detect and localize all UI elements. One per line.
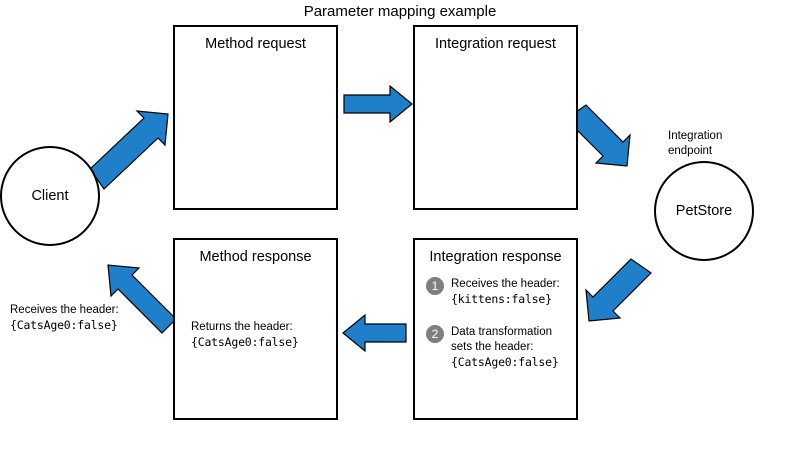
integration-endpoint-label-line2: endpoint — [668, 145, 713, 157]
method-response-body-line1: Returns the header: — [191, 321, 293, 333]
petstore-label: PetStore — [675, 203, 733, 219]
step-2-line2: sets the header: — [451, 341, 534, 353]
step-2-line1: Data transformation — [451, 326, 552, 338]
client-caption: Receives the header: {CatsAge0:false} — [10, 303, 119, 333]
box-method-request[interactable]: Method request — [173, 25, 338, 210]
integration-request-title: Integration request — [435, 36, 556, 52]
arrow-method-request-to-integration-request — [343, 84, 413, 124]
arrow-client-to-method-request — [89, 110, 169, 190]
step-1-text: Receives the header: {kittens:false} — [451, 276, 560, 307]
node-integration-endpoint[interactable]: PetStore — [654, 161, 754, 261]
step-1-line1: Receives the header: — [451, 278, 560, 290]
integration-response-step-2: 2 Data transformation sets the header: {… — [425, 324, 559, 370]
integration-endpoint-label: Integration endpoint — [668, 129, 722, 159]
client-label: Client — [31, 188, 69, 204]
method-response-body-line2: {CatsAge0:false} — [191, 335, 299, 349]
diagram-title: Parameter mapping example — [303, 3, 497, 20]
arrow-integration-response-to-method-response — [342, 313, 407, 353]
integration-response-title: Integration response — [429, 249, 562, 265]
method-response-body: Returns the header: {CatsAge0:false} — [191, 320, 299, 350]
integration-response-step-1: 1 Receives the header: {kittens:false} — [425, 276, 560, 307]
method-request-title: Method request — [205, 36, 306, 52]
client-caption-line1: Receives the header: — [10, 304, 119, 316]
step-2-text: Data transformation sets the header: {Ca… — [451, 324, 559, 370]
step-1-line2: {kittens:false} — [451, 292, 552, 306]
step-1-badge: 1 — [425, 276, 445, 296]
box-integration-response[interactable]: Integration response 1 Receives the head… — [413, 238, 578, 420]
integration-endpoint-label-line1: Integration — [668, 130, 723, 142]
box-method-response[interactable]: Method response Returns the header: {Cat… — [173, 238, 338, 420]
method-response-title: Method response — [199, 249, 312, 265]
step-2-badge: 2 — [425, 324, 445, 344]
step-2-line3: {CatsAge0:false} — [451, 355, 559, 369]
arrow-endpoint-to-integration-response — [585, 258, 652, 322]
client-caption-line2: {CatsAge0:false} — [10, 318, 118, 332]
node-client[interactable]: Client — [0, 146, 100, 246]
box-integration-request[interactable]: Integration request — [413, 25, 578, 210]
